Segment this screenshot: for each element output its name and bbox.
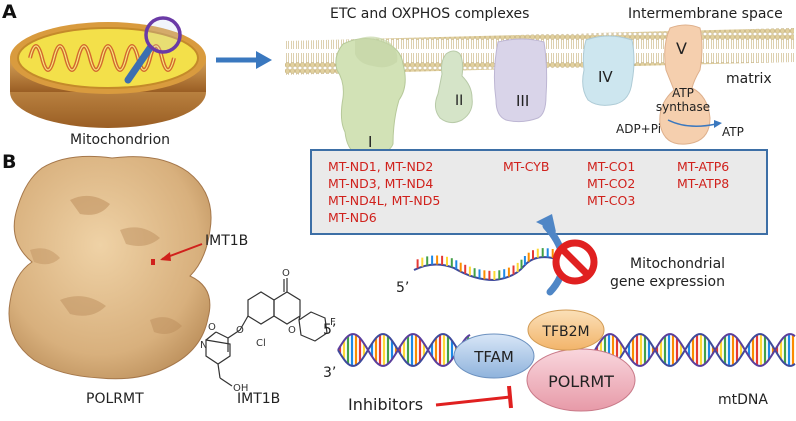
synthase-label: synthase <box>656 100 710 114</box>
imt1b-pointer-arrow <box>160 243 203 261</box>
etc-header: ETC and OXPHOS complexes <box>330 6 529 22</box>
mtdna-double-helix <box>337 333 796 367</box>
gene-list: MT-ND1, MT-ND2 MT-ND3, MT-ND4 MT-ND4L, M… <box>328 159 729 225</box>
gene-col1-line2: MT-ND3, MT-ND4 <box>328 176 433 191</box>
atp-product-label: ATP <box>722 125 744 139</box>
mitochondrion-illustration <box>10 22 206 128</box>
polrmt-structure <box>8 155 212 380</box>
svg-text:O: O <box>236 325 244 336</box>
svg-text:F: F <box>330 317 336 328</box>
dna-backbone <box>337 333 471 367</box>
mito-expression-line2: gene expression <box>610 274 725 290</box>
svg-text:Cl: Cl <box>256 338 266 349</box>
mtdna-label: mtDNA <box>718 392 768 408</box>
complex-iii-label: III <box>516 92 529 110</box>
svg-text:O: O <box>282 268 290 279</box>
gene-col1-line4: MT-ND6 <box>328 210 377 225</box>
rna-5prime-label: 5’ <box>396 280 409 296</box>
dna-backbone <box>337 333 471 367</box>
gene-col3-line2: MT-CO2 <box>587 176 635 191</box>
imt1b-atoms: O O O O N Cl F OH <box>200 268 336 394</box>
complex-ii-label: II <box>455 93 463 109</box>
tfb2m-protein: TFB2M <box>527 309 605 351</box>
mitochondrion-label: Mitochondrion <box>70 132 170 148</box>
gene-col4-line1: MT-ATP6 <box>677 159 729 174</box>
svg-text:O: O <box>208 322 216 333</box>
gene-col1-line1: MT-ND1, MT-ND2 <box>328 159 433 174</box>
imt1b-chemical-structure <box>205 278 328 387</box>
complex-iii: III <box>493 38 548 123</box>
magnifier-icon <box>124 16 182 84</box>
complex-v-atp-synthase: V ATP synthase <box>656 24 722 145</box>
polrmt-label: POLRMT <box>548 372 614 391</box>
gene-col2-line1: MT-CYB <box>503 159 550 174</box>
panel-label-b: B <box>2 151 16 173</box>
adp-pi-label: ADP+Pi <box>616 122 661 136</box>
dna-5prime-label: 5’ <box>323 322 336 338</box>
mt-gene-box <box>310 149 768 235</box>
panel-label-a: A <box>2 1 17 23</box>
polrmt-structure-label: POLRMT <box>86 391 144 407</box>
inhibitors-label: Inhibitors <box>348 395 423 414</box>
gene-col1-line3: MT-ND4L, MT-ND5 <box>328 193 440 208</box>
complex-iv-label: IV <box>598 68 613 86</box>
dna-3prime-label: 3’ <box>323 365 336 381</box>
complex-ii: II <box>434 50 473 124</box>
atp-label-top: ATP <box>672 86 694 100</box>
gene-col3-line1: MT-CO1 <box>587 159 635 174</box>
inhibition-arrow <box>435 385 513 409</box>
complex-i-label: I <box>368 133 372 151</box>
prohibition-icon <box>552 239 598 285</box>
gene-col4-line2: MT-ATP8 <box>677 176 729 191</box>
complex-i: I <box>335 36 406 155</box>
complex-iv: IV <box>582 35 635 106</box>
tfam-protein: TFAM <box>453 333 535 379</box>
complex-v-label: V <box>676 39 687 58</box>
imt1b-compound-label: IMT1B <box>237 391 280 407</box>
intermembrane-label: Intermembrane space <box>628 6 783 22</box>
polrmt-protein: POLRMT <box>526 348 636 412</box>
dna-backbone <box>594 333 796 367</box>
tfb2m-label: TFB2M <box>541 324 589 340</box>
svg-text:N: N <box>200 340 207 351</box>
arrow-right-icon <box>216 51 272 69</box>
svg-text:O: O <box>288 325 296 336</box>
mito-expression-line1: Mitochondrial <box>630 256 725 272</box>
matrix-label: matrix <box>726 71 772 87</box>
dna-backbone <box>594 333 796 367</box>
svg-text:OH: OH <box>233 383 248 394</box>
gene-col3-line3: MT-CO3 <box>587 193 635 208</box>
imt1b-pointer-label: IMT1B <box>205 233 248 249</box>
tfam-label: TFAM <box>473 348 514 366</box>
